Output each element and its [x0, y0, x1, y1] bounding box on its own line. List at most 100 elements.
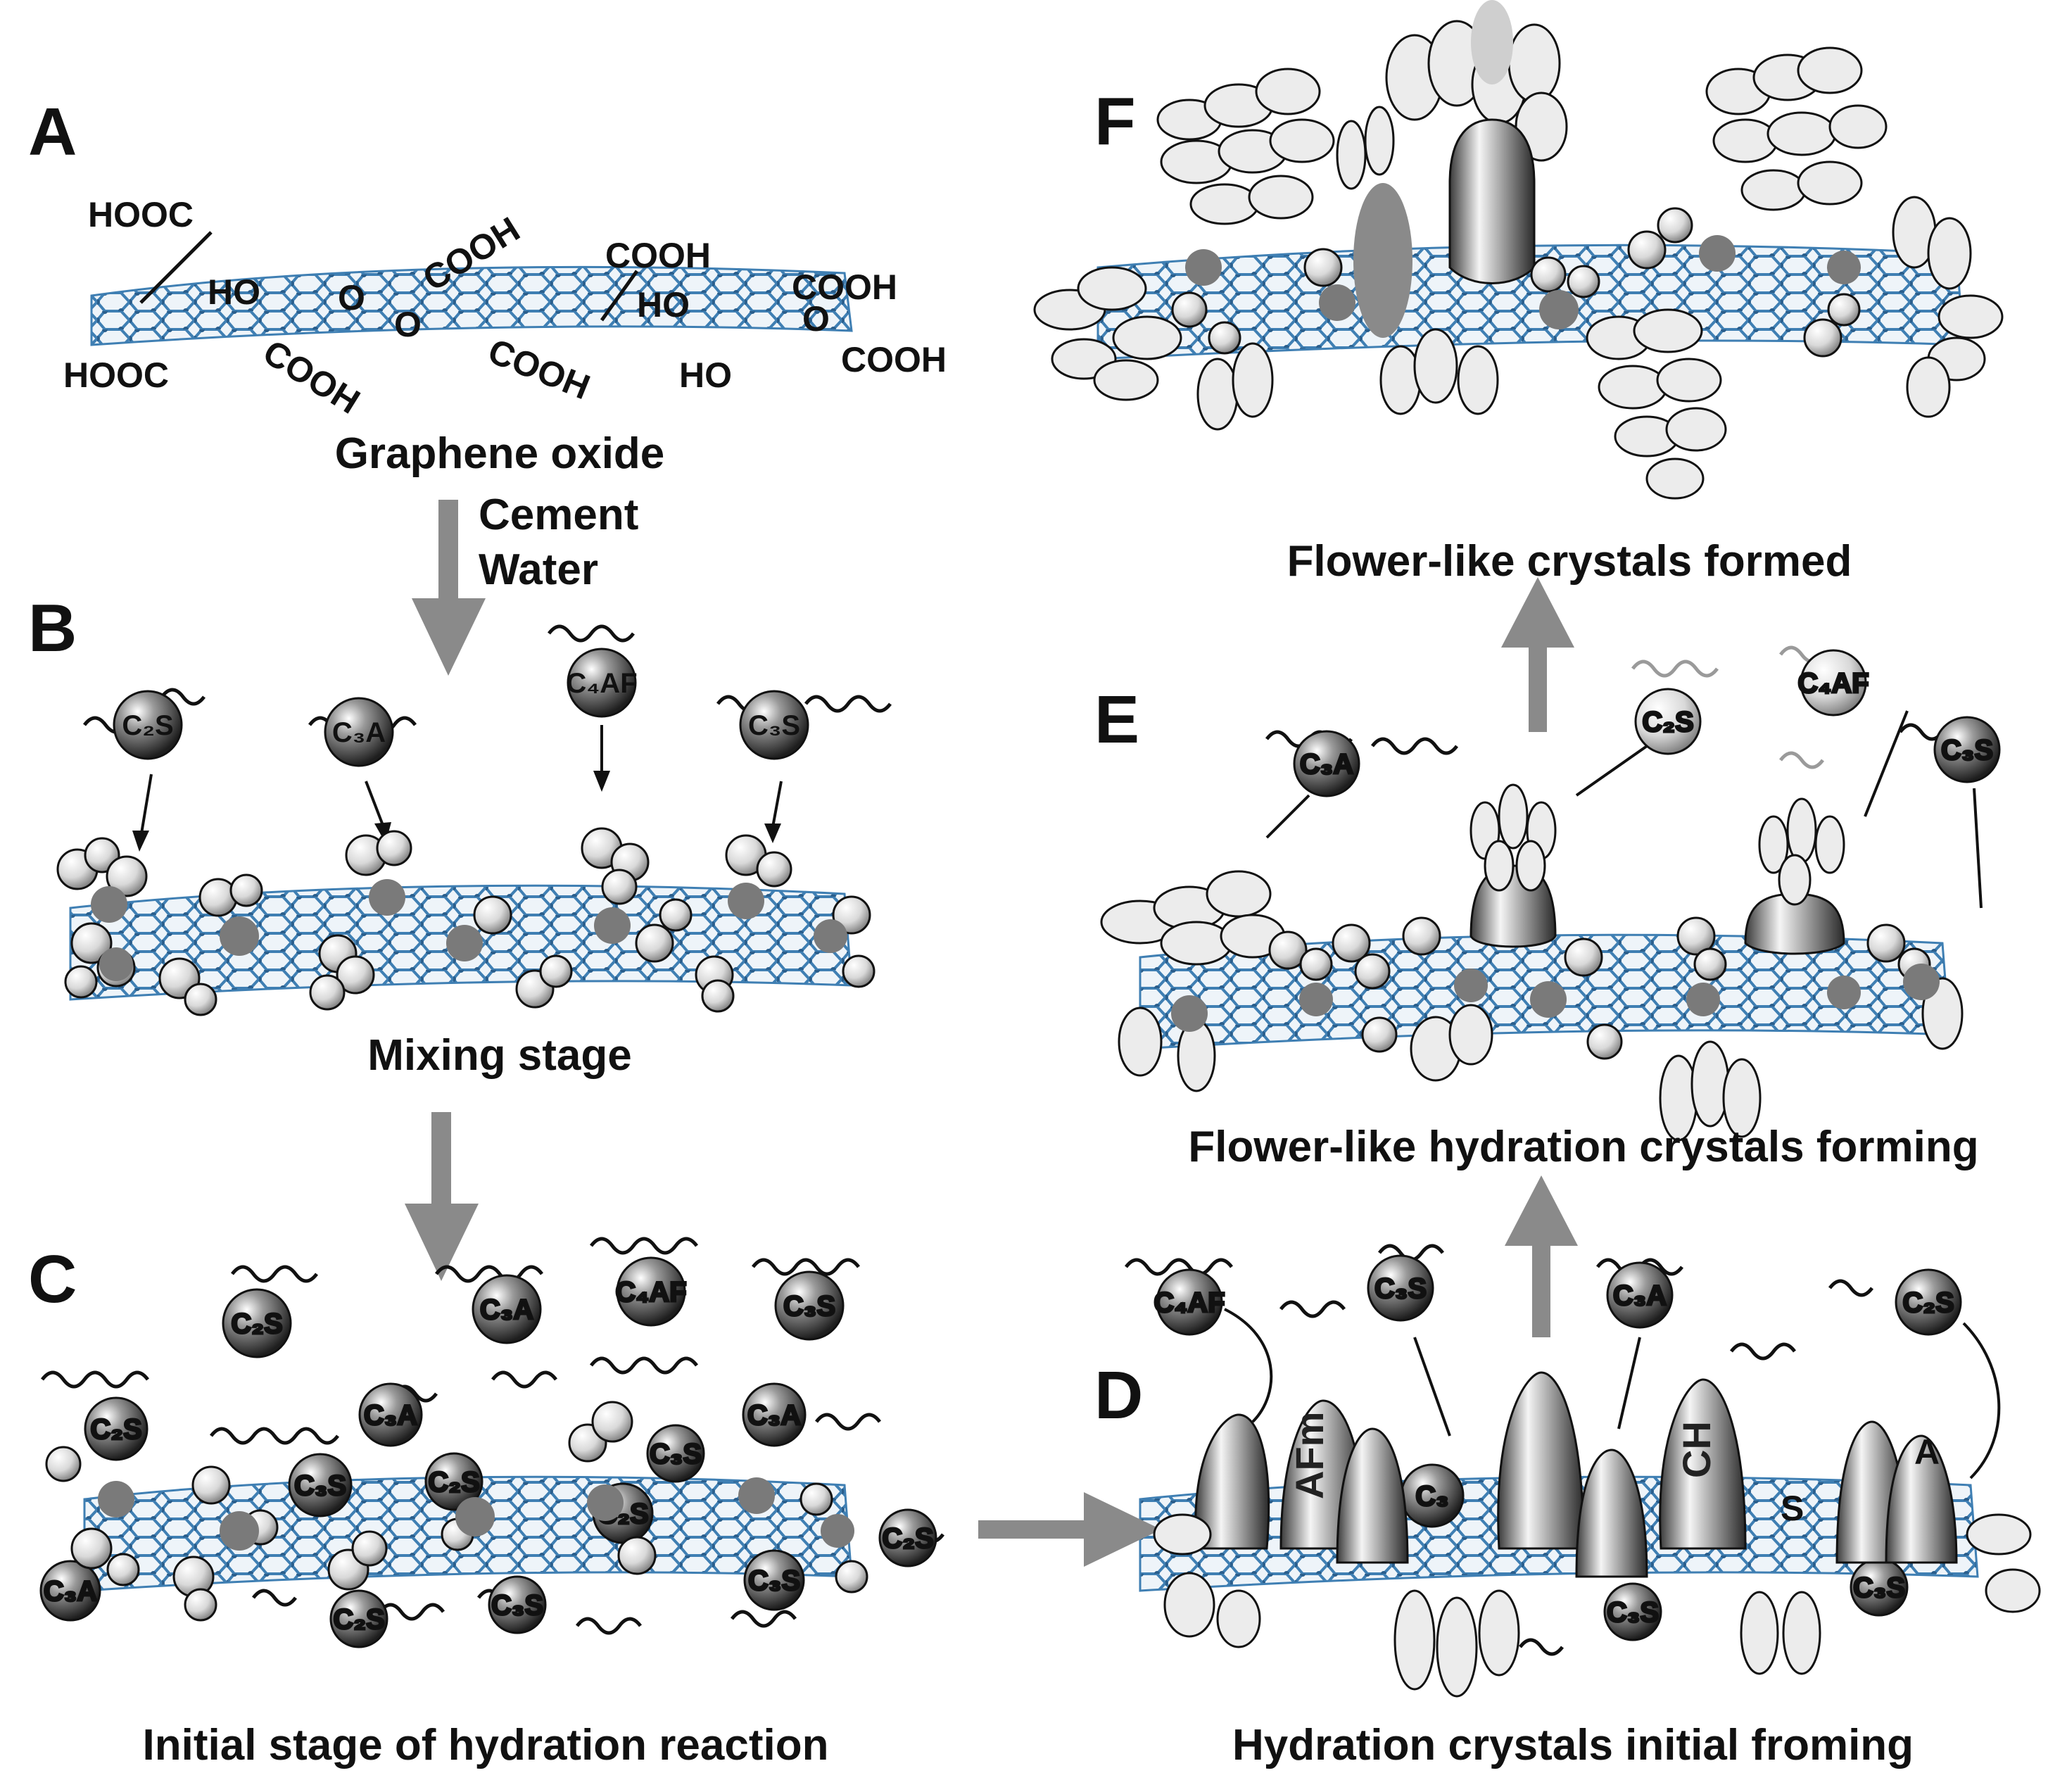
group-o-2: O: [394, 305, 422, 344]
particle-label: C₃A: [332, 717, 386, 748]
panel-label-e: E: [1094, 682, 1139, 757]
particle-label: C₄AF: [1797, 668, 1869, 699]
panel-b: B C₂S C₃A C₄AF C₃S: [28, 591, 892, 1080]
adsorbed-particles-b: [56, 827, 876, 1016]
particle-label: C₃S: [1607, 1597, 1659, 1628]
group-hooc-bottom: HOOC: [63, 355, 169, 395]
particle-label: C₄AF: [615, 1277, 686, 1308]
flower-clusters-f: [1033, 20, 2004, 500]
group-ho-1: HO: [208, 272, 260, 312]
group-cooh-6: COOH: [841, 340, 947, 379]
group-ho-3: HO: [679, 355, 732, 395]
particle-label: C₂S: [1902, 1287, 1954, 1318]
caption-a: Graphene oxide: [335, 429, 665, 478]
caption-c: Initial stage of hydration reaction: [143, 1721, 829, 1769]
arrow-c-to-d: [978, 1492, 1161, 1567]
group-cooh-3: COOH: [792, 267, 897, 307]
wavy-water-e: [1265, 723, 1965, 755]
panel-label-b: B: [28, 591, 77, 666]
particle-label: C₃S: [1853, 1572, 1905, 1603]
arrow-a-to-b: [412, 500, 486, 676]
panel-c: C C₂S C₃A C₄AF C₃S: [28, 1237, 944, 1769]
particle-c4af: [567, 648, 637, 718]
adsorbed-particles-f: [1171, 207, 1861, 358]
light-crystals-d: [1153, 1513, 2041, 1698]
panel-label-f: F: [1094, 84, 1136, 159]
group-o-1: O: [338, 278, 365, 317]
panel-label-a: A: [28, 94, 77, 170]
particle-label: C₃S: [1941, 735, 1993, 766]
group-cooh-2: COOH: [605, 236, 711, 275]
particle-label: C₃A: [1613, 1280, 1667, 1311]
caption-e: Flower-like hydration crystals forming: [1188, 1123, 1978, 1171]
panel-d: D C₄AF C₃S C₃A C₂S C₃ C₃S C₃S: [1094, 1244, 2041, 1769]
group-hooc-top: HOOC: [88, 195, 194, 234]
free-particles-b: C₂S C₃A C₄AF C₃S: [83, 624, 892, 852]
particle-label: C₃S: [1374, 1273, 1427, 1304]
bond-line: [139, 231, 213, 304]
particle-label: C₂S: [882, 1523, 933, 1554]
bond-line: [600, 270, 639, 322]
crystals-d: [1194, 1371, 1958, 1578]
caption-f: Flower-like crystals formed: [1287, 537, 1852, 586]
caption-b: Mixing stage: [367, 1031, 632, 1080]
panel-label-d: D: [1094, 1358, 1143, 1433]
particle-label: C₃S: [783, 1291, 835, 1322]
particle-label: C₂S: [122, 710, 173, 741]
particle-label: C₃S: [650, 1439, 702, 1470]
particle-label: C₂S: [428, 1467, 479, 1498]
particle-label: C₃S: [748, 1565, 800, 1596]
group-cooh-4: COOH: [256, 332, 367, 422]
panel-f: F: [1033, 0, 2004, 586]
particle-label: C₃S: [491, 1590, 543, 1621]
reagent-water: Water: [479, 545, 598, 594]
bound-sites-e: [1171, 964, 1940, 1032]
cup-crystals-e: [1469, 783, 1845, 955]
particle-label: C₄AF: [566, 668, 637, 699]
particle-fragment-s: S: [1781, 1489, 1804, 1528]
arrow-d-to-e: [1505, 1175, 1578, 1337]
particle-label: C₂S: [333, 1604, 384, 1635]
particle-fragment-a: A: [1914, 1432, 1940, 1472]
group-ho-2: HO: [637, 285, 690, 324]
group-o-3: O: [802, 299, 830, 339]
crystal-label-afm: AFm: [1287, 1412, 1332, 1499]
particle-c3s: [739, 690, 809, 760]
bound-sites-c: [98, 1477, 854, 1551]
pillar-crystals-f: [1353, 0, 1536, 338]
particle-label: C₂S: [1642, 707, 1693, 738]
particle-label: C₃A: [364, 1400, 417, 1431]
crystal-label-ch: CH: [1674, 1421, 1719, 1478]
particle-c2s: [113, 690, 183, 760]
adsorbed-particles-c: [45, 1401, 868, 1622]
panel-label-c: C: [28, 1242, 77, 1317]
arrow-b-to-c: [405, 1112, 479, 1281]
bound-sites-f: [1185, 235, 1861, 329]
reagent-cement: Cement: [479, 491, 638, 539]
reaction-arrows-e: [1265, 710, 1983, 909]
group-cooh-5: COOH: [483, 331, 595, 407]
particle-label: C₃A: [1300, 749, 1353, 780]
reaction-arrows-d: [1224, 1308, 2001, 1479]
particle-label: C₂S: [231, 1308, 282, 1339]
particle-label: C₄AF: [1153, 1287, 1225, 1318]
graphene-sheet-a: [90, 265, 853, 346]
panel-e: E C₃A C₂S C₄AF C₃S: [1094, 645, 2001, 1171]
flower-clusters-e: [1100, 870, 1964, 1142]
particle-label: C₃A: [480, 1294, 533, 1325]
arrow-e-to-f: [1501, 577, 1574, 732]
particles-d: C₄AF C₃S C₃A C₂S C₃ C₃S C₃S: [1153, 1254, 1962, 1641]
process-arrows: [405, 500, 1578, 1567]
particle-label: C₃S: [748, 710, 800, 741]
particle-label: C₃A: [44, 1576, 97, 1607]
particle-label: C₃A: [747, 1400, 801, 1431]
bound-sites-b: [91, 879, 847, 981]
particles-e: C₃A C₂S C₄AF C₃S: [1293, 649, 2001, 797]
particle-label: C₂S: [90, 1414, 141, 1445]
particle-c3a: [324, 697, 394, 767]
caption-d: Hydration crystals initial froming: [1232, 1721, 1914, 1769]
panel-a: A HOOC HO O COOH O COOH HO COOH O HOOC C…: [28, 94, 947, 594]
particle-label: C₃: [1415, 1481, 1448, 1512]
particles-c: C₂S C₃A C₄AF C₃S C₂S C₃A C₃S C₂S C₂S C₃S…: [39, 1256, 937, 1648]
